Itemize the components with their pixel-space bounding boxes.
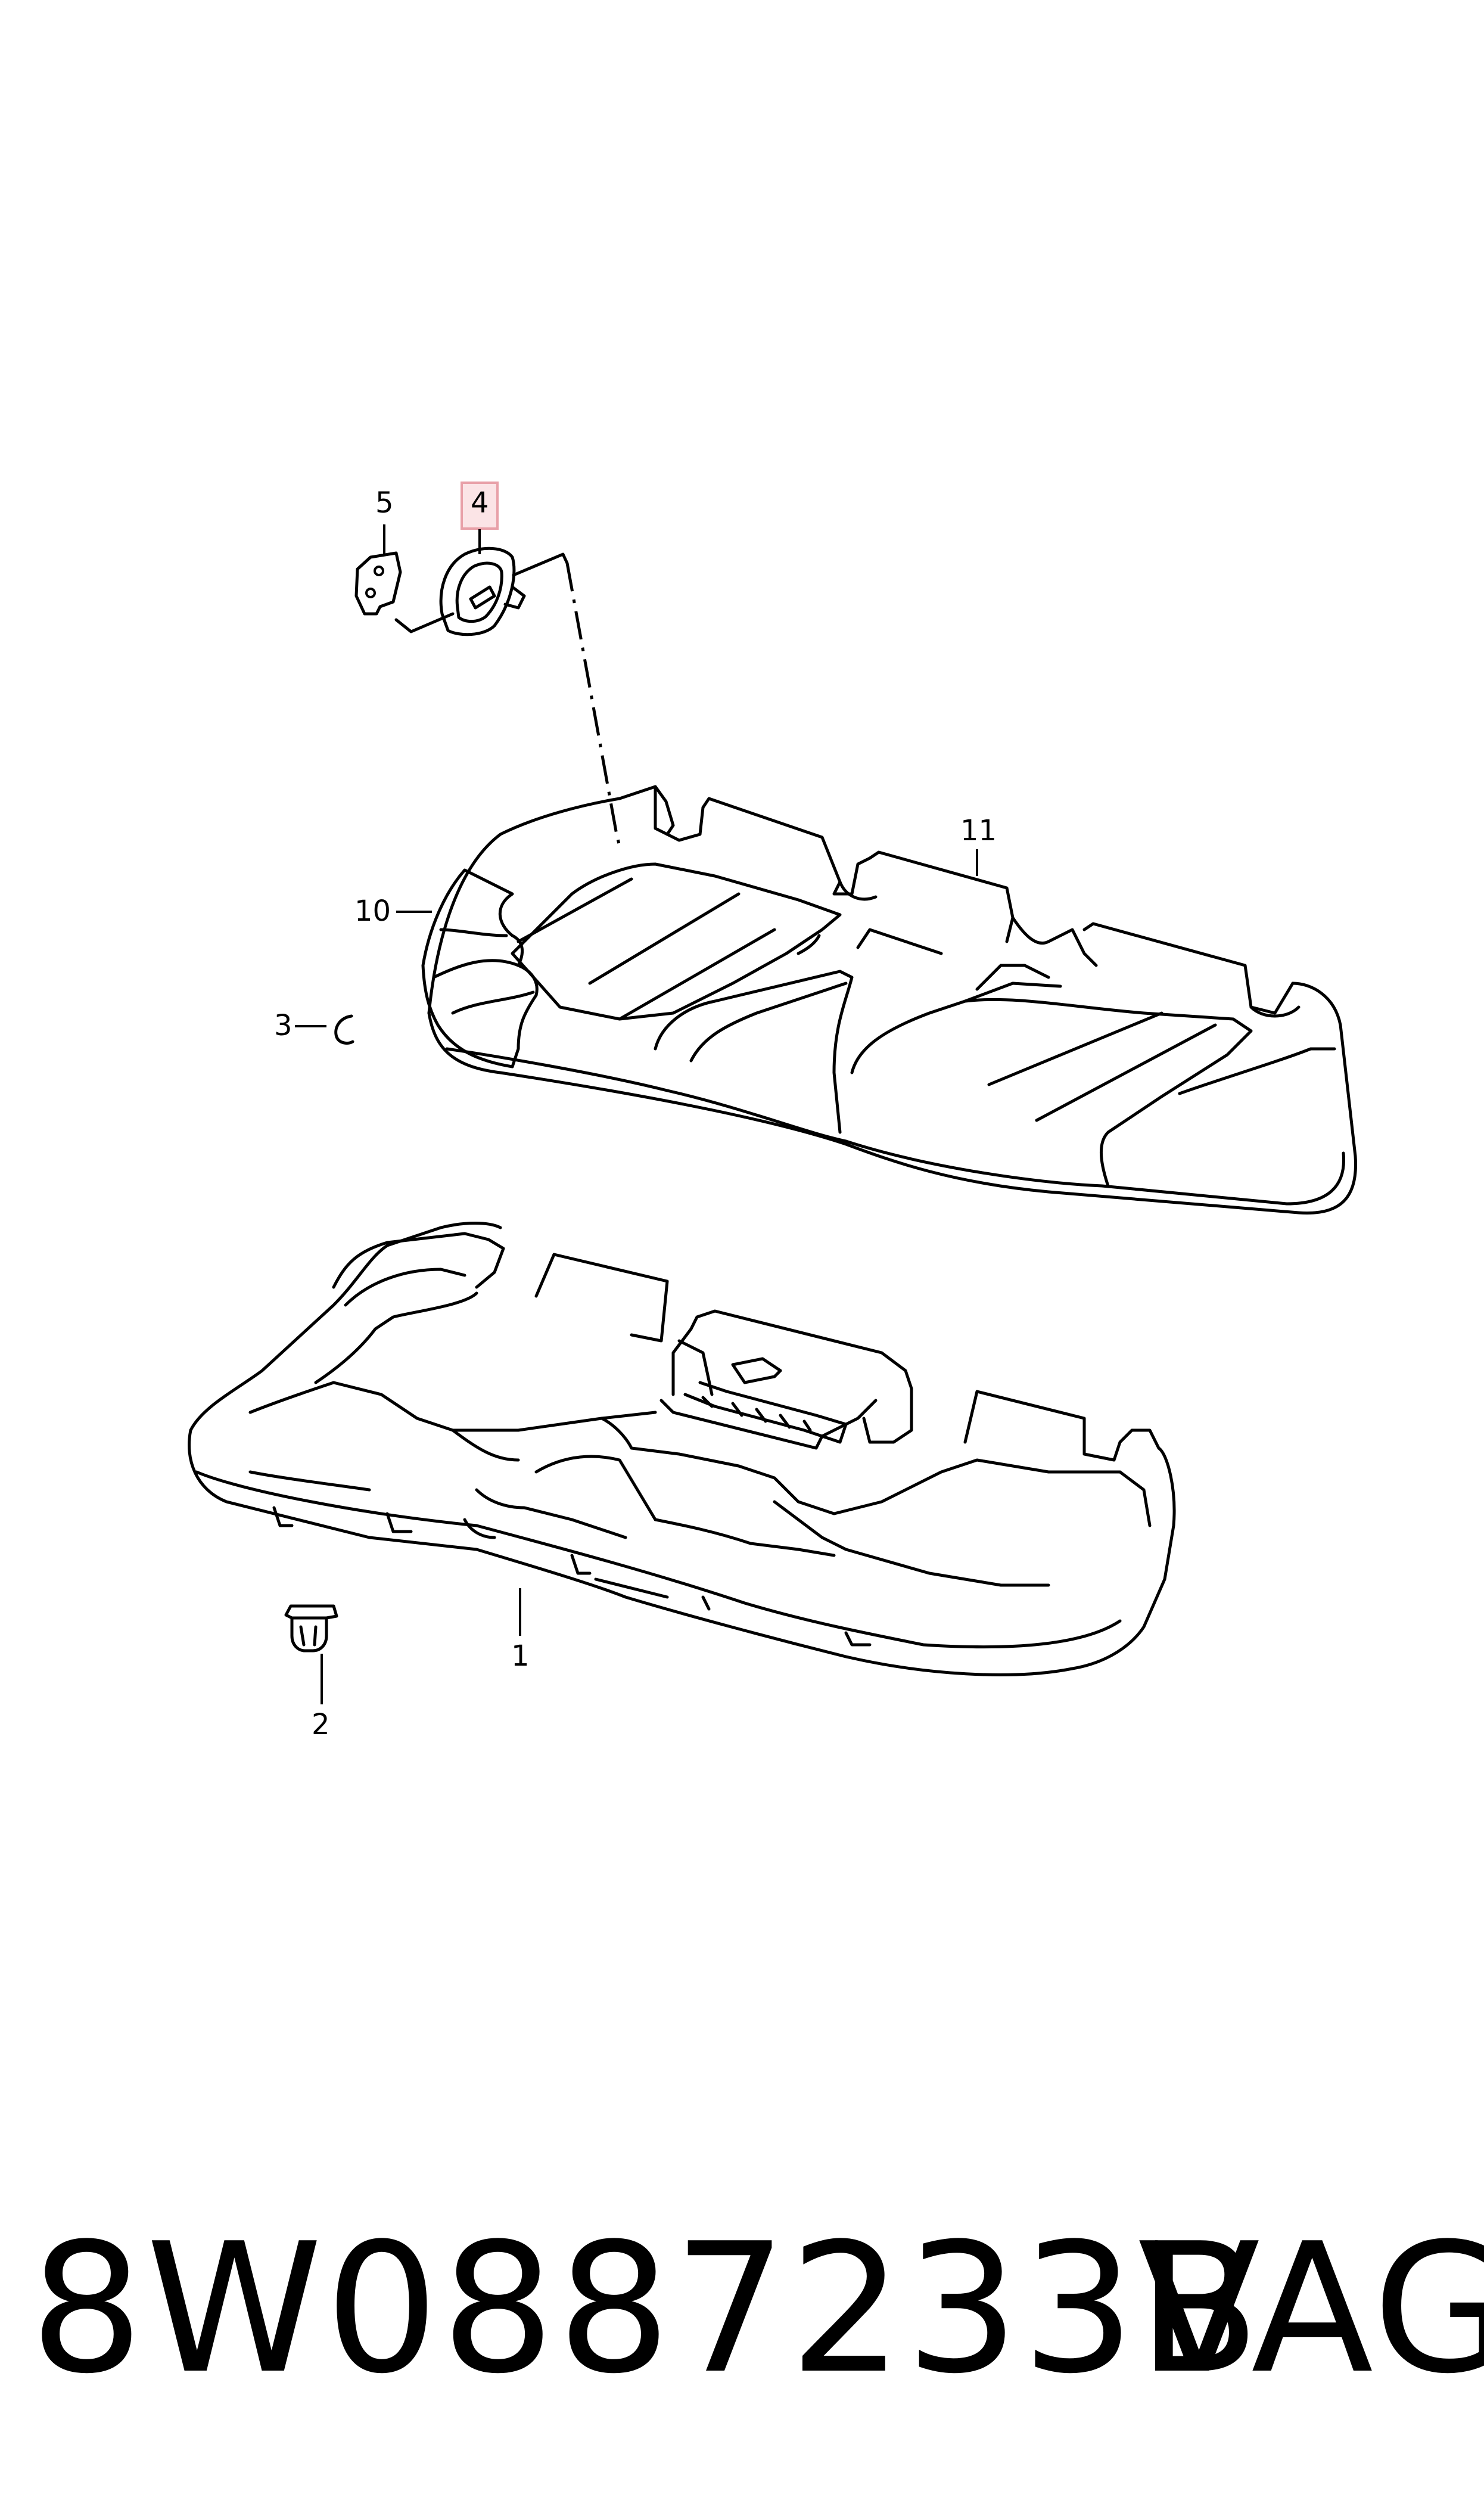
part-11-seat-cushion: [427, 785, 1358, 1215]
part-2-push-clip: [284, 1604, 338, 1653]
callout-11: 11: [960, 814, 997, 847]
assembly-line: [565, 563, 621, 847]
part-3-clip: [334, 1014, 354, 1045]
part-10-side-foam: [421, 868, 539, 1069]
part-number: 8W0887233B: [30, 2205, 1263, 2413]
callout-2: 2: [312, 1708, 330, 1741]
callout-1: 1: [511, 1639, 530, 1673]
callout-3: 3: [274, 1009, 293, 1042]
part-4-release-handle: [439, 546, 569, 636]
callout-4: 4: [471, 486, 489, 520]
callout-5: 5: [375, 486, 394, 520]
highlight-box-4: [461, 482, 499, 530]
part-1-seat-frame: [188, 1222, 1176, 1676]
brand-label: VAG: [1138, 2205, 1484, 2413]
part-5-bracket: [354, 551, 455, 633]
caption: 8W0887233B VAG: [0, 2205, 1484, 2455]
callout-10: 10: [354, 894, 391, 928]
